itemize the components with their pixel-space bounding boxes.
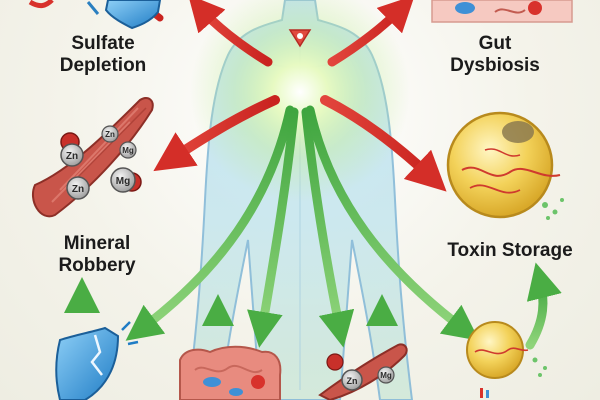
mineral-zn-coin-2: Zn: [101, 125, 119, 143]
arrow-to-toxin: [320, 95, 447, 192]
intestine-icon: [179, 345, 282, 400]
label-sulfate-line1: Sulfate: [71, 33, 135, 54]
arrow-green-3: [301, 107, 355, 348]
fat-cell-icon-small: [466, 321, 547, 398]
label-gut-line1: Gut: [478, 33, 512, 54]
fat-cell-icon: [446, 111, 564, 220]
mineral-mg-label-1: Mg: [122, 146, 134, 155]
mineral-zn-label-1: Zn: [66, 151, 78, 162]
broken-shield-icon: [55, 321, 139, 400]
muscle-fiber-icon: [32, 97, 154, 218]
label-mineral-line2: Robbery: [58, 255, 136, 276]
arrow-green-1: [125, 105, 295, 341]
mineral-mg-coin-1: Mg: [119, 141, 137, 159]
arrow-green-4: [305, 105, 480, 341]
shield-icon: [28, 0, 162, 30]
mineral-mg-label-3: Mg: [380, 371, 392, 380]
arrow-green-2: [247, 107, 299, 348]
mineral-zn-label-2: Zn: [105, 130, 115, 139]
label-sulfate-depletion: Sulfate Depletion: [28, 33, 178, 77]
green-arrows: [64, 105, 562, 350]
mineral-mg-label-2: Mg: [116, 176, 130, 187]
mineral-zn-coin-3: Zn: [66, 176, 90, 200]
label-mineral-robbery: Mineral Robbery: [22, 233, 172, 277]
arrow-to-mineral: [153, 95, 280, 172]
arrow-to-sulfate: [188, 0, 273, 67]
gut-dysbiosis-panel: [431, 0, 573, 23]
arrow-to-gut: [327, 0, 415, 67]
mineral-zn-label-3: Zn: [72, 184, 84, 195]
mineral-zn-coin-4: Zn: [341, 369, 363, 391]
heart-icon: [288, 29, 312, 48]
mineral-zn-coin-1: Zn: [60, 143, 84, 167]
mineral-mg-coin-3: Mg: [377, 366, 395, 384]
mineral-zn-label-4: Zn: [347, 376, 358, 386]
label-sulfate-line2: Depletion: [59, 55, 147, 76]
label-gut-line2: Dysbiosis: [450, 55, 540, 76]
label-mineral-line1: Mineral: [63, 233, 131, 254]
label-toxin-storage: Toxin Storage: [447, 240, 573, 261]
mineral-mg-coin-2: Mg: [110, 167, 136, 193]
label-gut-dysbiosis: Gut Dysbiosis: [430, 33, 560, 77]
muscle-fiber-icon-small: [318, 343, 408, 400]
arrow-up-right: [525, 262, 562, 350]
